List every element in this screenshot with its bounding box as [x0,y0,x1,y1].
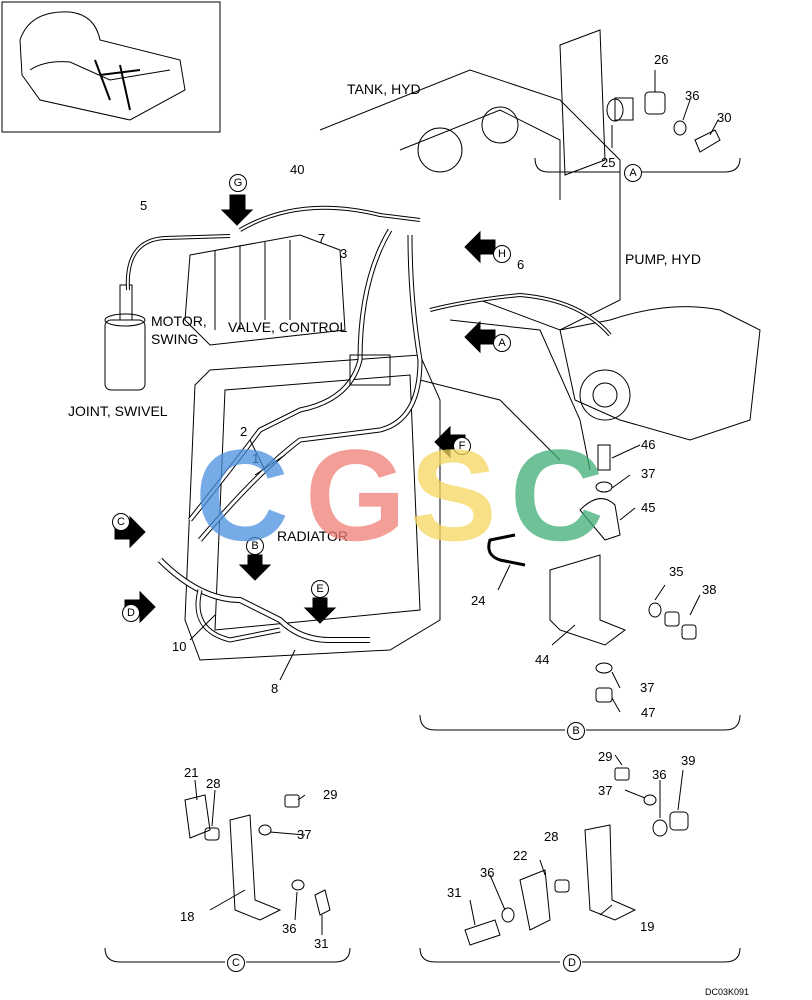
view-letter-b: B [246,537,264,555]
part-number-40: 40 [290,162,305,177]
part-number-37-d: 37 [598,783,613,798]
part-number-19: 19 [640,919,655,934]
part-number-37-c: 37 [297,827,312,842]
part-number-8: 8 [271,681,279,696]
part-number-37-b1: 37 [641,466,656,481]
control-valve-body [184,234,346,346]
part-number-31-d: 31 [447,885,462,900]
part-number-7: 7 [318,231,326,246]
part-number-46: 46 [641,437,656,452]
view-g-arrow [220,194,254,226]
label-pump-hyd: PUMP, HYD [625,251,701,267]
detail-a-bracket [534,157,741,173]
label-radiator: RADIATOR [277,528,349,544]
part-number-5: 5 [140,198,148,213]
part-number-21: 21 [184,765,199,780]
view-letter-a: A [493,334,511,352]
label-motor-swing-line1: MOTOR, [151,313,207,329]
view-b-arrow [238,554,272,581]
hyd-pump-body [559,306,761,441]
part-number-22: 22 [513,848,528,863]
part-number-1: 1 [252,451,260,466]
part-number-24: 24 [471,593,486,608]
part-number-37-b2: 37 [640,680,655,695]
part-number-2: 2 [240,424,248,439]
view-letter-h: H [493,245,511,263]
part-number-28-d: 28 [544,829,559,844]
detail-a-plate [559,29,606,176]
figure-code: DC03K091 [705,987,750,997]
view-e-arrow [303,597,337,624]
view-letter-c-detail: C [227,954,245,972]
part-number-35: 35 [669,564,684,579]
view-letter-c: C [112,513,130,531]
label-valve-control: VALVE, CONTROL [228,319,348,335]
watermark-letter-3: S [410,422,497,568]
part-number-30: 30 [717,110,732,125]
part-number-29-c: 29 [323,787,338,802]
detail-d-bracket [419,947,741,963]
radiator-body [184,354,441,661]
part-number-45: 45 [641,500,656,515]
part-number-39: 39 [681,753,696,768]
watermark-letter-1: C [195,422,289,568]
part-number-6: 6 [517,257,525,272]
view-letter-d: D [122,604,140,622]
part-number-10: 10 [172,639,187,654]
view-letter-g: G [229,174,247,192]
view-letter-a-detail: A [624,164,642,182]
part-number-38: 38 [702,582,717,597]
swing-motor [104,319,146,391]
label-tank-hyd: TANK, HYD [347,81,421,97]
view-letter-f: F [453,437,471,455]
watermark-letter-4: C [510,422,604,568]
part-number-31-c: 31 [314,936,329,951]
part-number-47: 47 [641,705,656,720]
part-number-36-c: 36 [282,921,297,936]
view-letter-b-detail: B [567,722,585,740]
view-a-arrow [464,320,496,354]
view-letter-d-detail: D [563,954,581,972]
view-h-arrow [464,230,496,264]
part-number-36-a: 36 [685,88,700,103]
view-c-arrow [114,515,146,549]
label-motor-swing-line2: SWING [151,331,199,347]
part-number-3: 3 [340,246,348,261]
inset-frame [1,1,221,133]
detail-b-bracket [419,714,741,731]
detail-c-bracket [104,947,351,963]
part-number-18: 18 [180,909,195,924]
label-joint-swivel: JOINT, SWIVEL [68,403,168,419]
part-number-36-d2: 36 [652,767,667,782]
part-number-44: 44 [535,652,550,667]
part-number-25: 25 [601,155,616,170]
view-letter-e: E [311,580,329,598]
part-number-28-c: 28 [206,776,221,791]
part-number-36-d1: 36 [480,865,495,880]
watermark-letter-2: G [305,422,407,568]
part-number-29-d: 29 [598,749,613,764]
part-number-26: 26 [654,52,669,67]
